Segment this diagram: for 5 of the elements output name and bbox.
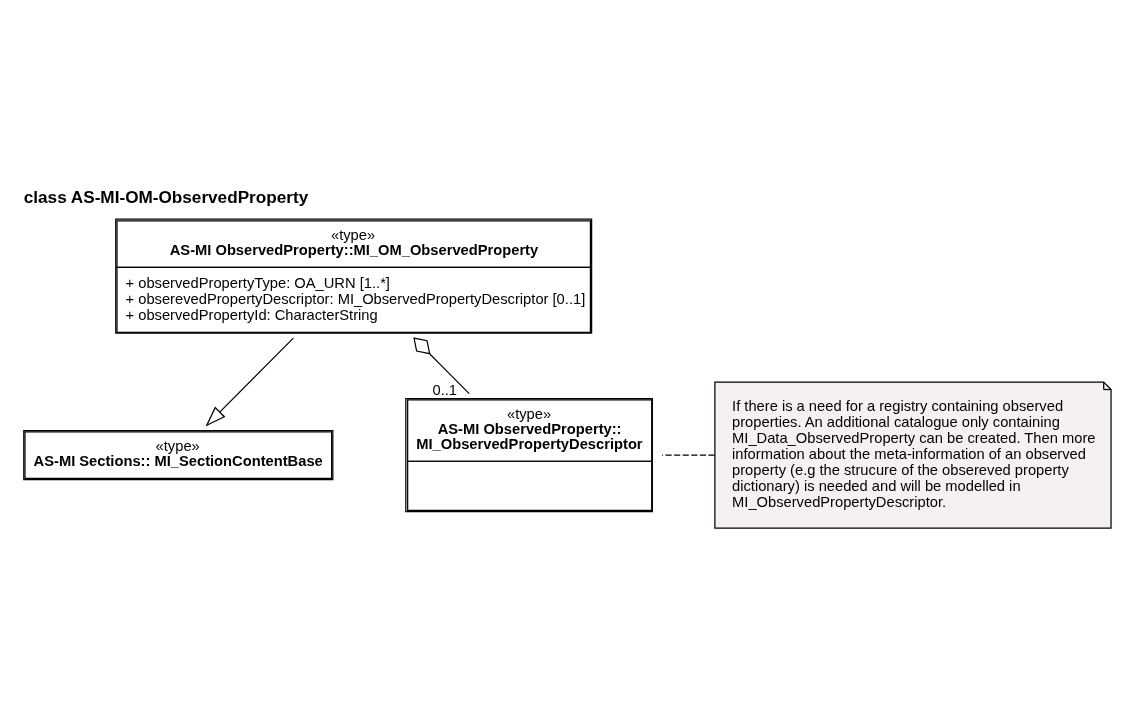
connector	[661, 454, 716, 456]
arrow	[205, 336, 294, 427]
diagram-title: class AS-MI-OM-ObservedProperty	[23, 186, 309, 207]
connector	[413, 336, 470, 394]
edge-label: 0..1	[432, 381, 458, 398]
